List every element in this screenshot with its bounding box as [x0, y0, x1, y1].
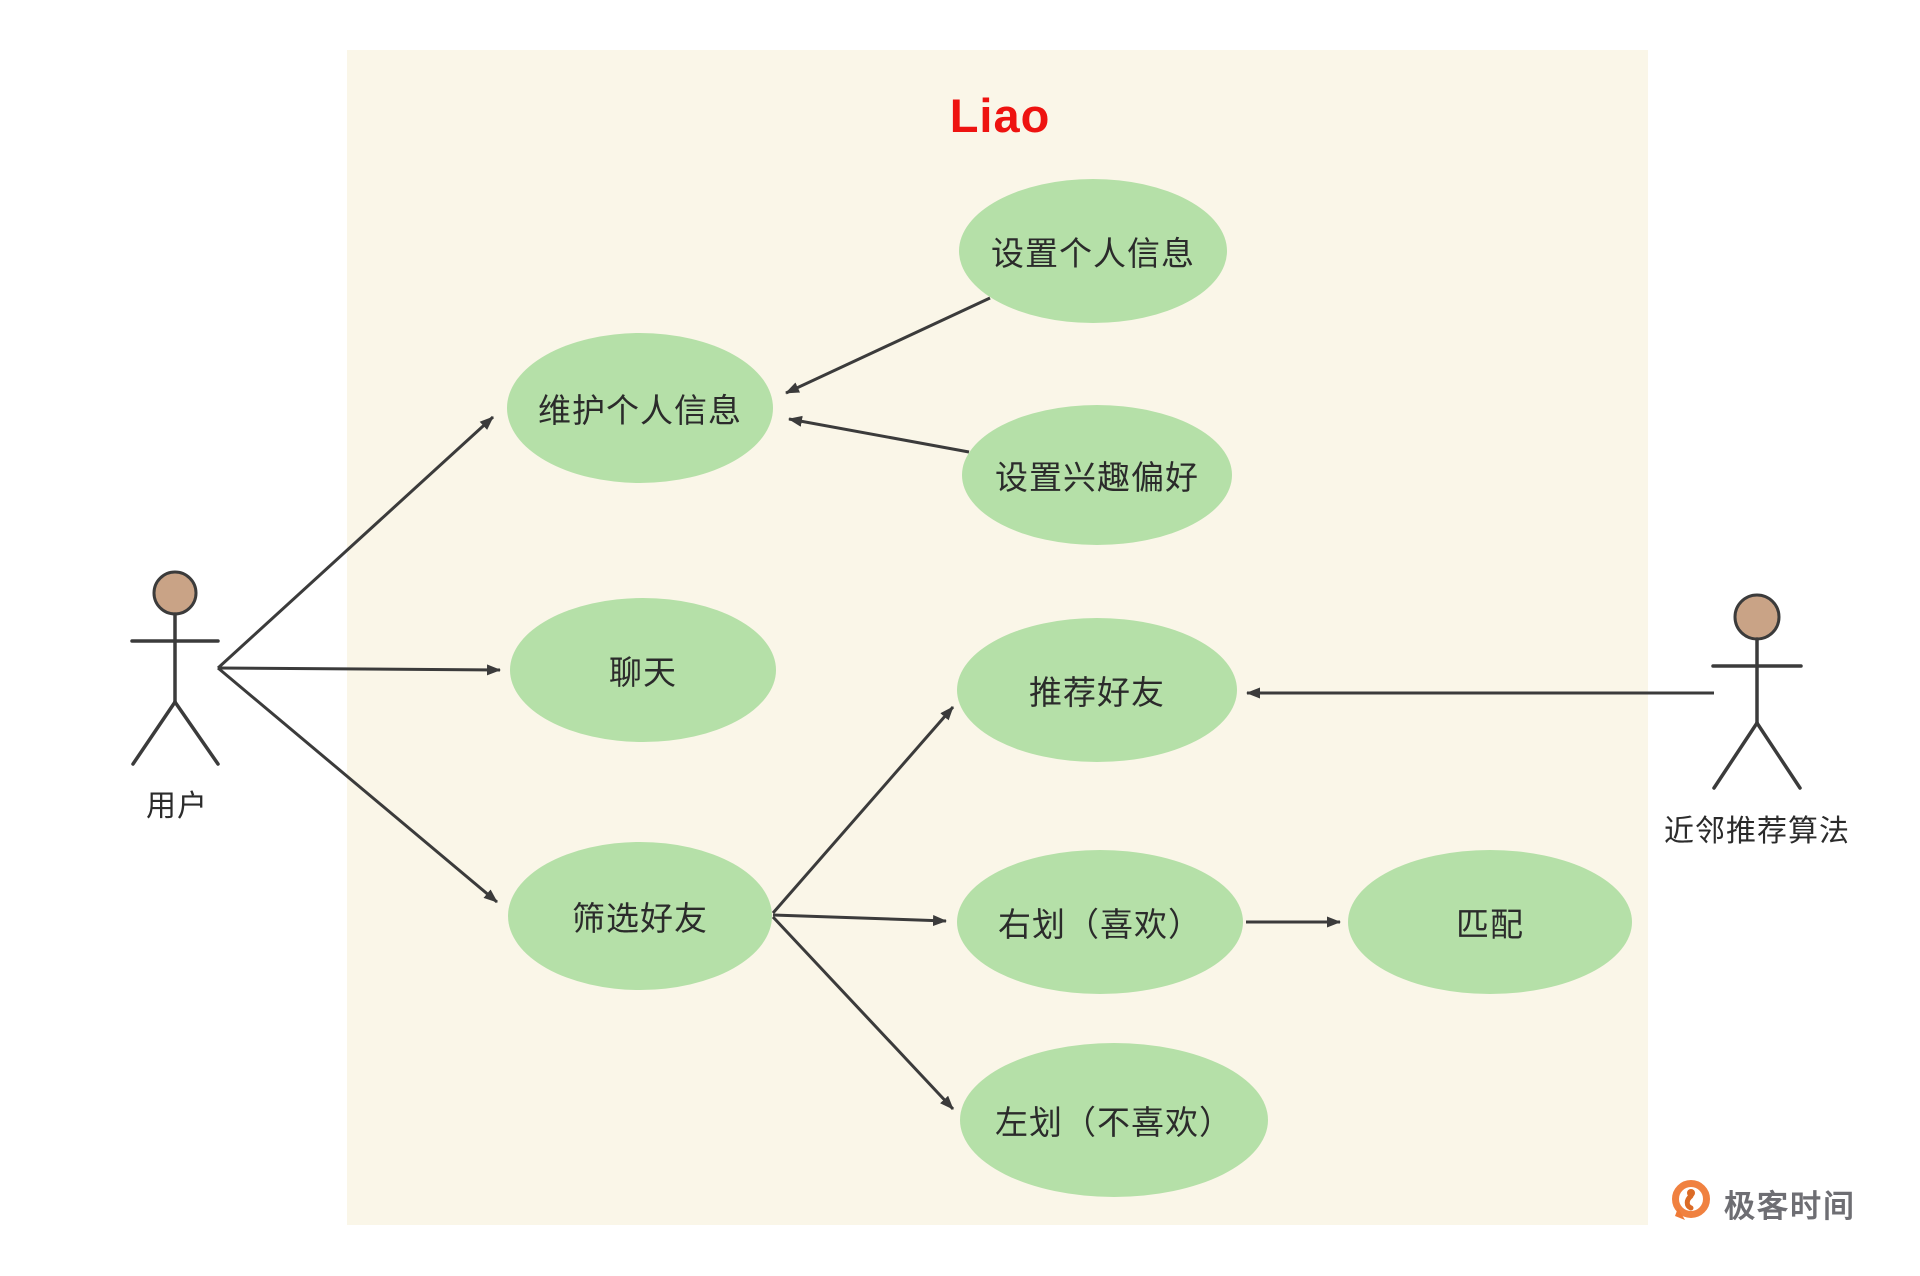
- usecase-set-profile-label: 设置个人信息: [991, 235, 1195, 272]
- actor-user-leg-left: [131, 700, 177, 766]
- assoc-filter-swipe-left: [771, 915, 955, 1111]
- actor-user-head: [152, 570, 198, 616]
- usecase-filter-friends-label: 筛选好友: [572, 900, 708, 937]
- usecase-swipe-left-label: 左划（不喜欢）: [995, 1104, 1233, 1141]
- usecase-set-profile: 设置个人信息: [959, 179, 1227, 323]
- watermark-text: 极客时间: [1724, 1188, 1856, 1224]
- assoc-filter-swipe-right: [772, 913, 947, 927]
- actor-algorithm-label: 近邻推荐算法: [1664, 815, 1850, 848]
- association-lines: [216, 296, 1714, 1111]
- usecase-recommend-friends: 推荐好友: [957, 618, 1237, 762]
- usecase-swipe-right: 右划（喜欢）: [957, 850, 1243, 994]
- actor-user-leg-right: [173, 700, 220, 766]
- assoc-set-interests-maintain: [788, 415, 970, 454]
- actor-algorithm-leg-right: [1755, 721, 1802, 790]
- assoc-user-maintain-profile: [216, 415, 495, 670]
- watermark: 极客时间: [1668, 1178, 1856, 1228]
- diagram-title: Liao: [949, 89, 1051, 142]
- usecase-recommend-friends-label: 推荐好友: [1029, 674, 1165, 711]
- usecase-chat-label: 聊天: [609, 654, 677, 691]
- usecase-maintain-profile-label: 维护个人信息: [538, 392, 742, 429]
- actor-algorithm-head: [1733, 593, 1781, 641]
- usecase-match: 匹配: [1348, 850, 1632, 994]
- usecase-set-interests-label: 设置兴趣偏好: [995, 459, 1199, 496]
- actor-algorithm-figure: [1711, 593, 1803, 790]
- assoc-user-chat: [217, 664, 501, 676]
- usecase-set-interests: 设置兴趣偏好: [962, 405, 1232, 545]
- usecase-maintain-profile: 维护个人信息: [507, 333, 773, 483]
- usecase-filter-friends: 筛选好友: [508, 842, 772, 990]
- actor-user-label: 用户: [146, 790, 208, 823]
- geektime-logo-icon: [1672, 1180, 1710, 1220]
- usecase-swipe-right-label: 右划（喜欢）: [998, 906, 1202, 943]
- usecase-match-label: 匹配: [1456, 906, 1524, 943]
- assoc-set-profile-maintain: [785, 296, 991, 395]
- actor-user-figure: [130, 570, 220, 766]
- usecase-chat: 聊天: [510, 598, 776, 742]
- actor-algorithm-leg-left: [1712, 721, 1759, 790]
- assoc-filter-recommend: [771, 706, 955, 914]
- usecase-swipe-left: 左划（不喜欢）: [960, 1043, 1268, 1197]
- assoc-user-filter-friends: [217, 666, 498, 904]
